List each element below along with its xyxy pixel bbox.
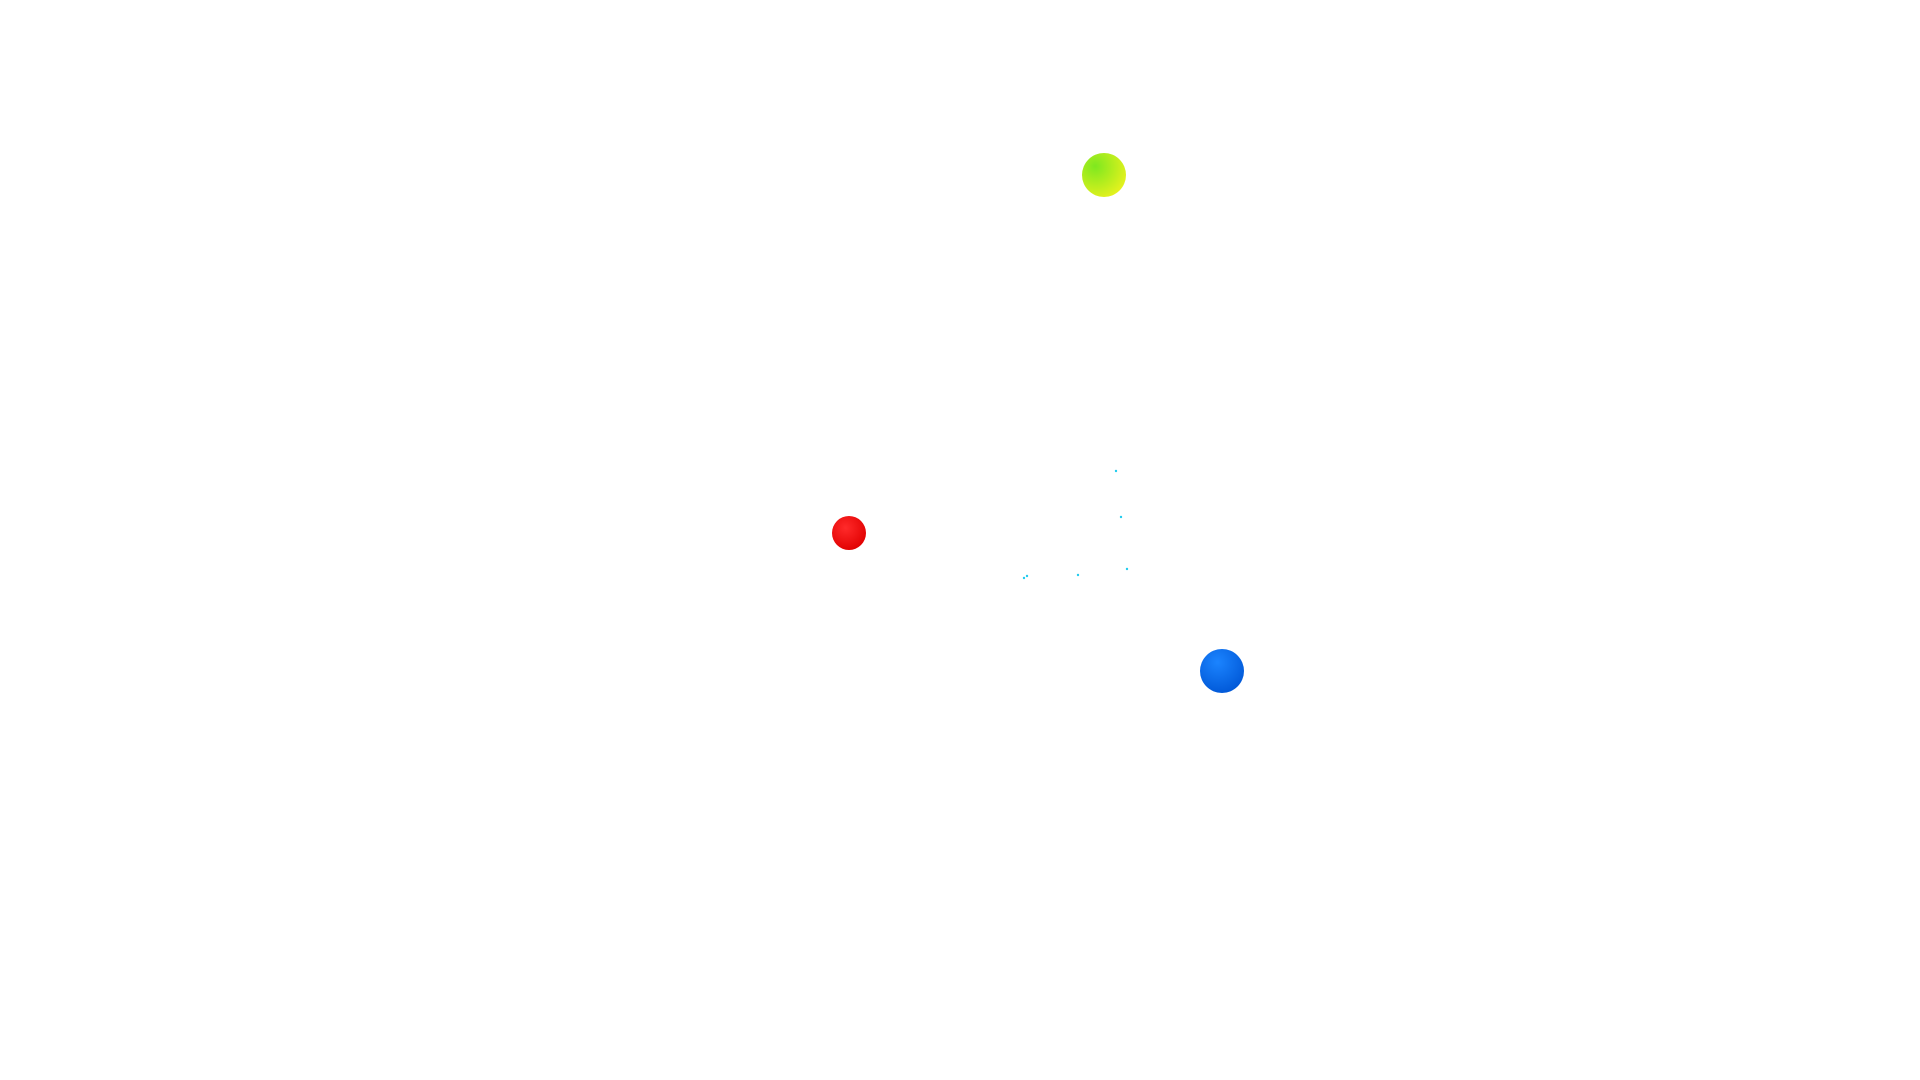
particle-speck [1114,469,1118,473]
particle-speck [1125,567,1129,571]
particle-speck [1076,573,1080,577]
green-sphere [1082,153,1126,197]
particle-cluster [1022,469,1129,580]
particle-speck [1119,515,1123,519]
particle-speck [1022,576,1026,580]
red-sphere [832,516,866,550]
particle-speck [1025,574,1029,578]
blue-sphere [1200,649,1244,693]
